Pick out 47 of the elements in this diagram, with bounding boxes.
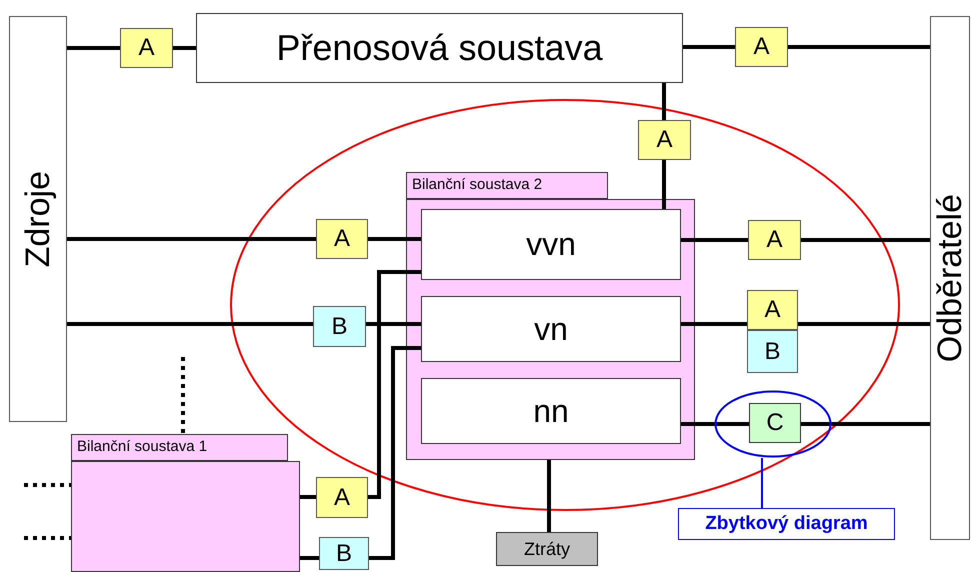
meter-box: B	[313, 306, 366, 347]
connector-line	[683, 45, 735, 49]
meter-box: C	[749, 403, 801, 443]
highlight-ellipse	[714, 390, 832, 458]
connector-line	[801, 422, 930, 426]
meter-box: B	[319, 537, 369, 570]
system-box: vvn	[421, 209, 681, 280]
group-heading: Bilanční soustava 2	[406, 172, 608, 199]
connector-line	[368, 270, 421, 499]
system-box: Přenosová soustava	[196, 13, 683, 83]
dotted-line	[181, 357, 185, 434]
dotted-line	[24, 536, 71, 540]
meter-box: A	[120, 28, 173, 68]
connector-line	[67, 322, 313, 326]
connector-line	[369, 346, 421, 560]
dotted-line	[24, 483, 71, 487]
group-heading: Bilanční soustava 1	[71, 434, 288, 461]
connector-line	[67, 46, 120, 50]
connector-line	[662, 83, 666, 120]
connector-line	[681, 422, 749, 426]
system-box: vn	[421, 296, 681, 362]
side-bar: Odběratelé	[930, 16, 970, 540]
connector-line	[67, 237, 316, 241]
connector-line	[173, 46, 196, 50]
connector-line	[300, 495, 316, 499]
meter-box: A	[316, 477, 368, 518]
connector-line	[662, 160, 666, 209]
connector-line	[798, 322, 930, 326]
connector-line	[300, 556, 319, 560]
system-box: nn	[421, 378, 681, 444]
meter-box: A	[748, 220, 801, 260]
callout-note: Zbytkový diagram	[678, 508, 895, 540]
connector-line	[547, 460, 551, 532]
connector-line	[368, 237, 421, 241]
leader-line	[761, 458, 763, 508]
meter-box: A	[747, 290, 798, 330]
connector-line	[366, 322, 421, 326]
connector-line	[801, 238, 930, 242]
meter-box: A	[316, 219, 368, 259]
side-bar: Zdroje	[9, 16, 67, 422]
meter-box: B	[747, 330, 798, 373]
connector-line	[681, 238, 748, 242]
connector-line	[788, 45, 930, 49]
meter-box: A	[638, 120, 691, 160]
connector-line	[681, 322, 747, 326]
meter-box: A	[735, 27, 788, 67]
loss-box: Ztráty	[496, 532, 598, 566]
